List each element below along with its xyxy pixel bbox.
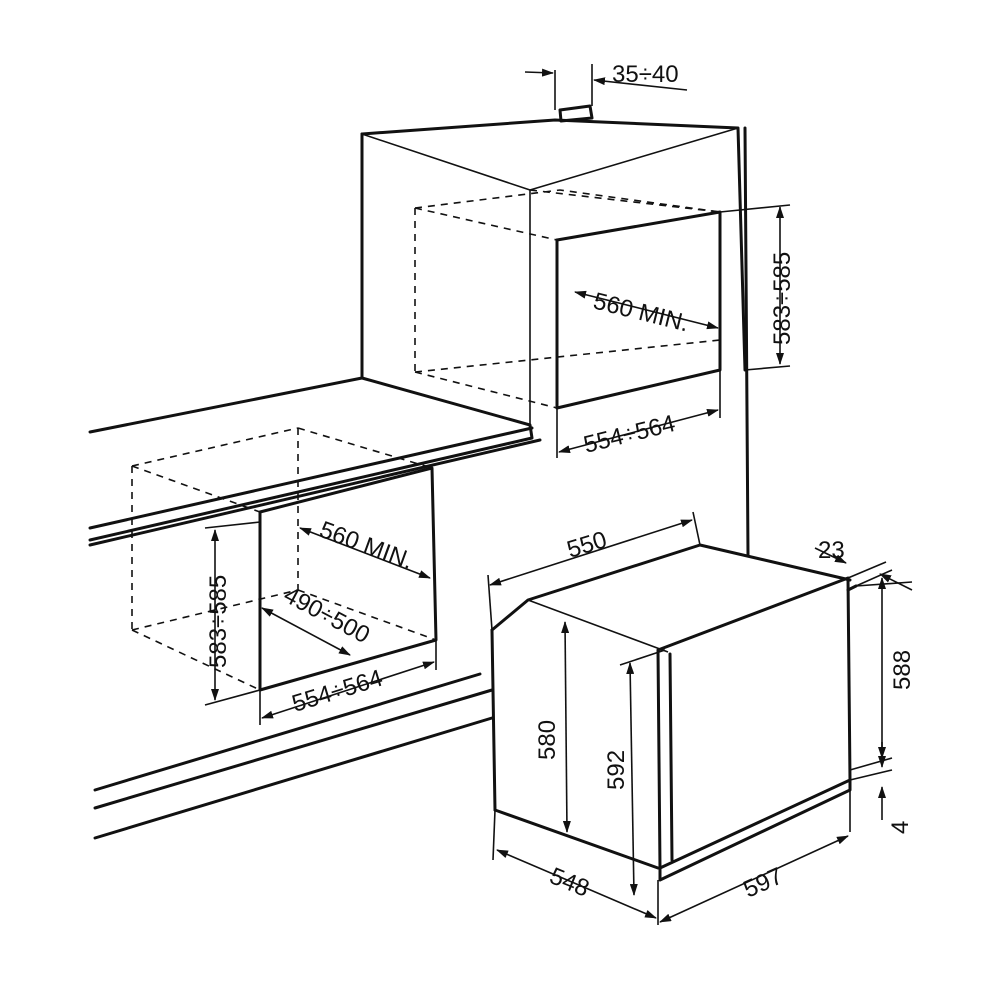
label-wall-depth: 560 MIN. [591, 288, 692, 338]
oven [487, 511, 913, 925]
label-bottom-gap: 4 [887, 821, 914, 834]
label-top-gap: 35÷40 [612, 61, 679, 88]
label-under-depth-min: 560 MIN. [316, 516, 417, 575]
label-door-thickness: 23 [818, 537, 845, 564]
label-wall-height: 583÷585 [769, 252, 796, 345]
label-total-height: 592 [603, 750, 630, 790]
label-front-width: 597 [739, 863, 787, 904]
label-under-depth: 490÷500 [279, 581, 374, 649]
countertop [88, 376, 542, 840]
under-counter-niche [131, 427, 438, 725]
label-front-height: 588 [889, 650, 916, 690]
label-under-height: 583÷585 [205, 575, 232, 668]
tall-cabinet [360, 64, 791, 557]
label-under-width: 554÷564 [289, 665, 386, 718]
label-body-height: 580 [534, 720, 561, 760]
label-oven-depth-top: 550 [564, 526, 610, 564]
label-wall-width: 554÷564 [581, 410, 678, 459]
label-body-depth: 548 [546, 863, 593, 903]
